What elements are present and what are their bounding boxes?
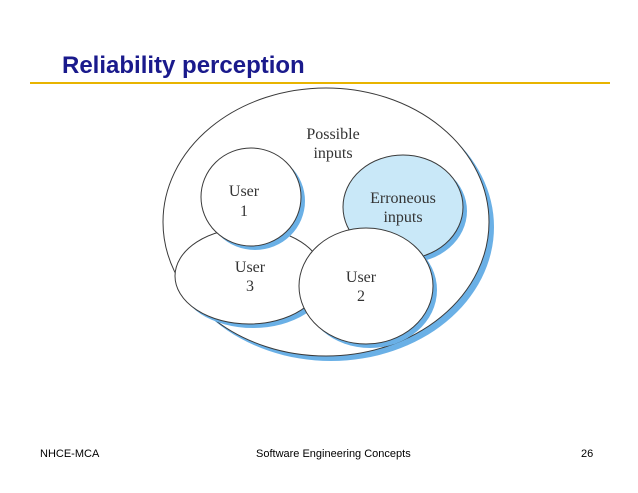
possible-inputs-label-line1: Possible — [306, 126, 359, 143]
possible-inputs-label-line2: inputs — [313, 145, 352, 162]
erroneous-inputs-label-line2: inputs — [383, 209, 422, 226]
user1-label-line2: 1 — [240, 203, 248, 220]
user1-label-line1: User — [229, 183, 260, 200]
user3-label-line1: User — [235, 259, 266, 276]
footer-organization: NHCE-MCA — [40, 448, 100, 460]
user2-ellipse — [298, 227, 434, 345]
user2-label-line1: User — [346, 269, 377, 286]
user2-label-line2: 2 — [357, 288, 365, 305]
title-divider — [30, 82, 610, 84]
user1-ellipse — [200, 147, 302, 247]
erroneous-inputs-label-line1: Erroneous — [370, 190, 436, 207]
user3-label-line2: 3 — [246, 278, 254, 295]
footer-course-title: Software Engineering Concepts — [256, 448, 411, 460]
footer-page-number: 26 — [581, 448, 594, 460]
slide-title: Reliability perception — [62, 52, 305, 79]
